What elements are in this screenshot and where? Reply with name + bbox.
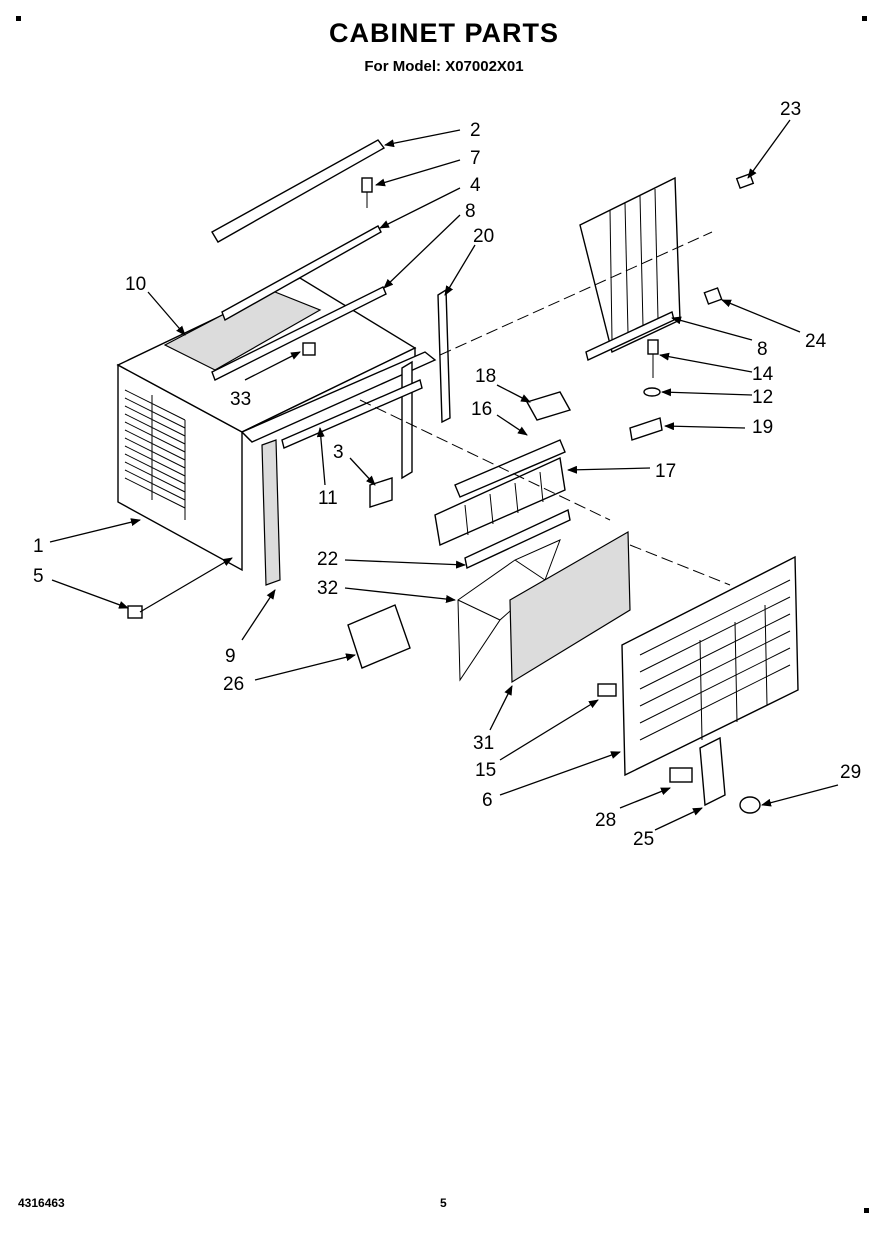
front-frame-part-11 bbox=[240, 351, 437, 443]
washer-part-15 bbox=[643, 387, 661, 397]
callout-23: 24 bbox=[805, 331, 827, 352]
callout-19: 18 bbox=[475, 366, 496, 387]
screw-part-22 bbox=[735, 173, 755, 189]
callout-6: 6 bbox=[482, 790, 493, 811]
control-panel-part-25 bbox=[699, 736, 726, 807]
side-gasket-part-9 bbox=[261, 439, 281, 586]
callout-8: 8 bbox=[757, 339, 768, 360]
callout-29: 29 bbox=[840, 762, 861, 783]
knob-part-29 bbox=[739, 796, 761, 814]
alignment-line-center bbox=[359, 399, 611, 521]
callout-32: 32 bbox=[317, 578, 338, 599]
callout-31: 31 bbox=[473, 733, 494, 754]
page-title: CABINET PARTS bbox=[328, 18, 559, 48]
callout-labels: 2 7 4 8 20 10 33 23 24 8 14 12 19 17 18 … bbox=[33, 99, 861, 850]
registration-mark-top-left bbox=[16, 16, 21, 21]
callout-20: 19 bbox=[752, 417, 773, 438]
bolt-part-16 bbox=[647, 339, 659, 378]
seal-strip bbox=[221, 225, 382, 322]
callout-11: 11 bbox=[318, 488, 338, 509]
callout-12: 8 bbox=[465, 201, 476, 222]
alignment-line-rear bbox=[439, 231, 713, 356]
top-channel-rail bbox=[211, 139, 386, 243]
clip-part-20 bbox=[629, 417, 663, 441]
callout-22: 23 bbox=[780, 99, 801, 120]
screw-part-5 bbox=[127, 605, 143, 619]
block-part-14 bbox=[597, 683, 617, 697]
registration-mark-bottom-right bbox=[864, 1208, 869, 1213]
air-filter-part-31 bbox=[509, 530, 631, 684]
page-number: 5 bbox=[440, 1196, 447, 1210]
mount-plate-part-17 bbox=[454, 439, 566, 498]
callout-10: 10 bbox=[125, 274, 146, 295]
callout-15: 12 bbox=[752, 387, 773, 408]
leader-lines bbox=[49, 119, 839, 831]
clip-part-33 bbox=[302, 342, 316, 356]
callout-9: 9 bbox=[225, 646, 236, 667]
clamp-part-19 bbox=[525, 391, 572, 421]
mounting-bracket-part-26 bbox=[347, 604, 411, 669]
screw-part-7 bbox=[361, 177, 373, 208]
callout-17: 16 bbox=[471, 399, 492, 420]
callout-33: 33 bbox=[230, 389, 251, 410]
drain-pan-part-18 bbox=[434, 456, 566, 547]
front-grille-part-6 bbox=[621, 555, 799, 777]
model-subtitle: For Model: X07002X01 bbox=[364, 58, 524, 75]
alignment-line-lower bbox=[629, 544, 731, 586]
callout-26: 26 bbox=[223, 674, 244, 695]
top-rail-strip bbox=[211, 286, 387, 381]
callout-1: 1 bbox=[33, 536, 44, 557]
callout-2: 2 bbox=[470, 120, 481, 141]
registration-mark-top-right bbox=[862, 16, 867, 21]
cabinet-side-louvers bbox=[124, 389, 186, 520]
callout-14: 15 bbox=[475, 760, 496, 781]
side-rail-part-21 bbox=[437, 288, 451, 424]
callout-5: 5 bbox=[33, 566, 44, 587]
callout-24: 22 bbox=[317, 549, 338, 570]
callout-4: 4 bbox=[470, 175, 481, 196]
callout-18: 17 bbox=[655, 461, 676, 482]
callout-25: 25 bbox=[633, 829, 654, 850]
document-code: 4316463 bbox=[18, 1196, 65, 1210]
callout-21: 20 bbox=[473, 226, 494, 247]
callout-3: 3 bbox=[333, 442, 344, 463]
callout-7: 7 bbox=[470, 148, 481, 169]
frame-divider-post bbox=[401, 360, 413, 480]
callout-16: 14 bbox=[752, 364, 774, 385]
callout-28: 28 bbox=[595, 810, 616, 831]
rear-louver-panel-part-8 bbox=[579, 176, 681, 361]
foam-strip-part-24 bbox=[464, 508, 571, 570]
fastener-part-23 bbox=[703, 287, 723, 305]
block-part-28 bbox=[669, 767, 693, 783]
